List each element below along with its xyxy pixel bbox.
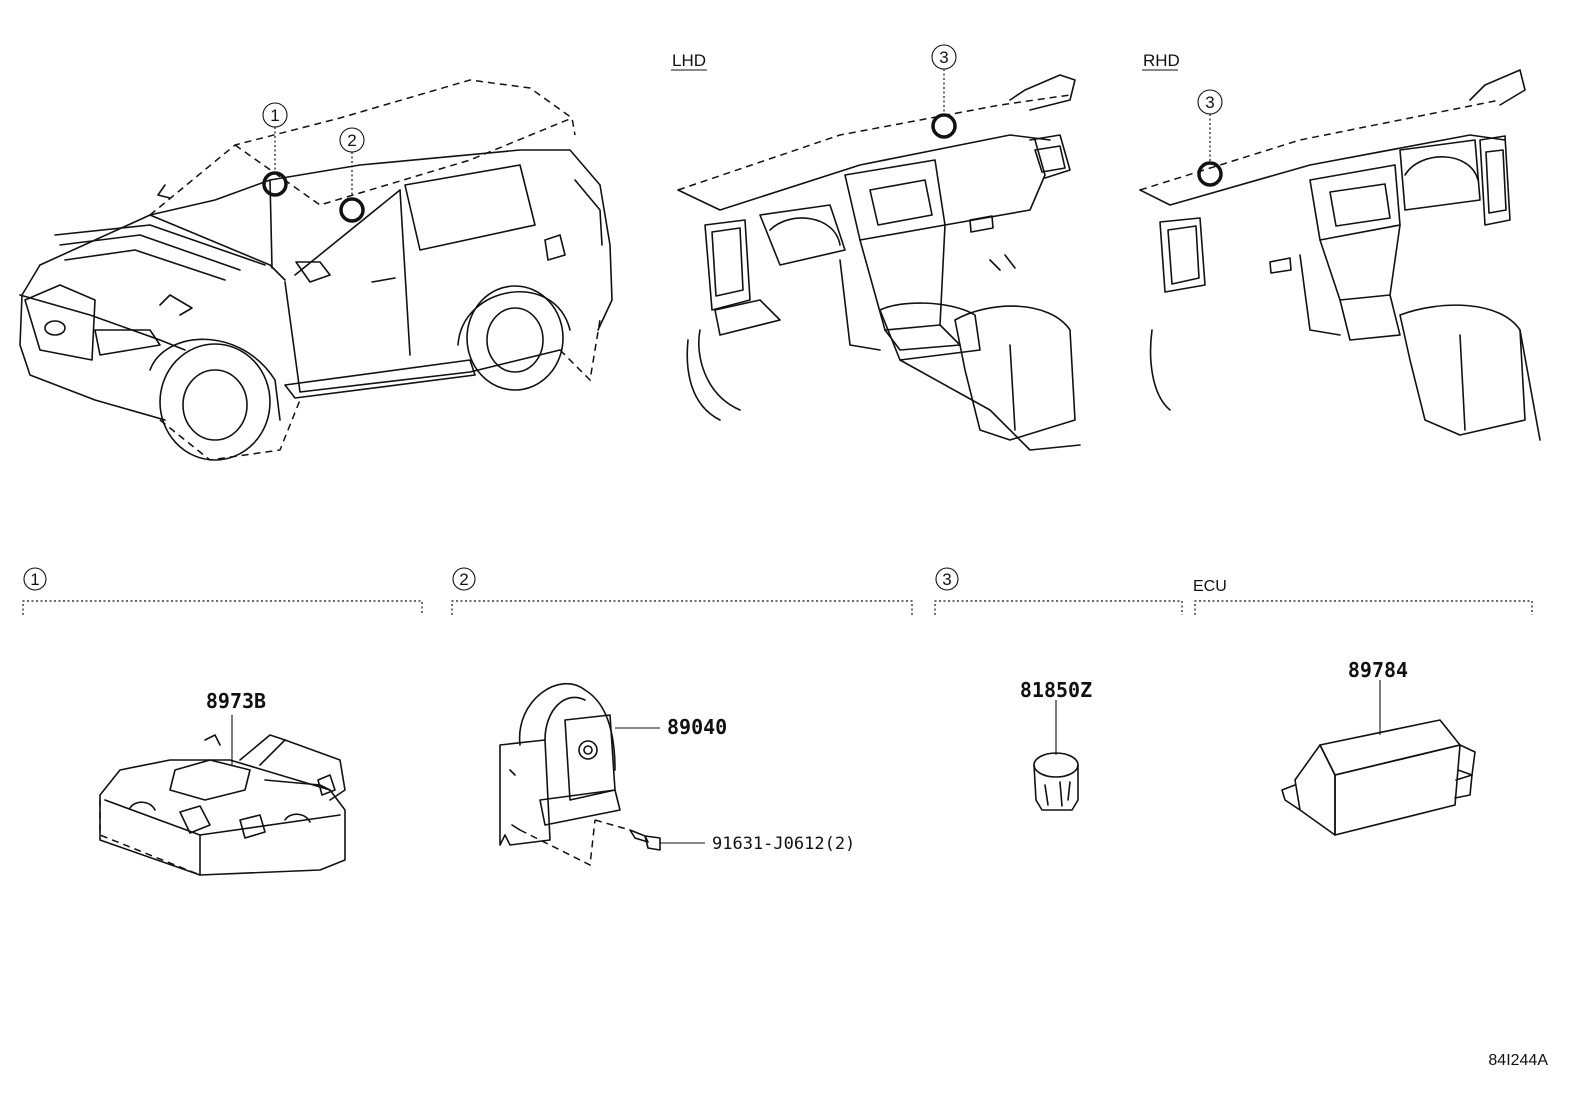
callout-3-lhd: 3 xyxy=(931,44,957,139)
part-89040-illustration xyxy=(499,683,660,867)
location-marker-1 xyxy=(262,171,288,197)
part-number-89784: 89784 xyxy=(1348,658,1408,682)
part-number-8973b: 8973B xyxy=(206,689,266,713)
section-1-header: 1 xyxy=(22,567,423,615)
callout-number: 3 xyxy=(1205,93,1214,112)
callout-number: 2 xyxy=(347,131,356,150)
lhd-label: LHD xyxy=(672,51,706,70)
bolt-icon xyxy=(629,829,705,851)
part-8973b-illustration xyxy=(99,715,346,876)
section-ecu-header: ECU xyxy=(1193,578,1533,615)
lhd-dashboard-illustration xyxy=(677,74,1081,451)
rhd-label: RHD xyxy=(1143,51,1180,70)
section-3-header: 3 xyxy=(934,567,1183,615)
section-title: ECU xyxy=(1193,578,1227,595)
part-81850z-illustration xyxy=(1033,700,1079,811)
location-marker-2 xyxy=(339,197,365,223)
part-89784-ecu-illustration xyxy=(1281,680,1476,836)
section-marker: 2 xyxy=(459,570,468,589)
part-number-81850z: 81850Z xyxy=(1020,678,1092,702)
callout-number: 1 xyxy=(270,106,279,125)
diagram-code: 84I244A xyxy=(1488,1052,1548,1069)
callout-1-vehicle: 1 xyxy=(262,102,288,197)
part-number-89040: 89040 xyxy=(667,715,727,739)
section-marker: 1 xyxy=(30,570,39,589)
callout-2-vehicle: 2 xyxy=(339,127,365,223)
part-number-91631-j0612: 91631-J0612(2) xyxy=(712,834,855,854)
section-2-header: 2 xyxy=(451,567,913,615)
callout-3-rhd: 3 xyxy=(1197,89,1223,187)
rhd-dashboard-illustration xyxy=(1139,69,1541,441)
section-marker: 3 xyxy=(942,570,951,589)
callout-number: 3 xyxy=(939,48,948,67)
location-marker-3-lhd xyxy=(931,113,957,139)
location-marker-3-rhd xyxy=(1197,161,1223,187)
vehicle-illustration xyxy=(19,79,613,461)
